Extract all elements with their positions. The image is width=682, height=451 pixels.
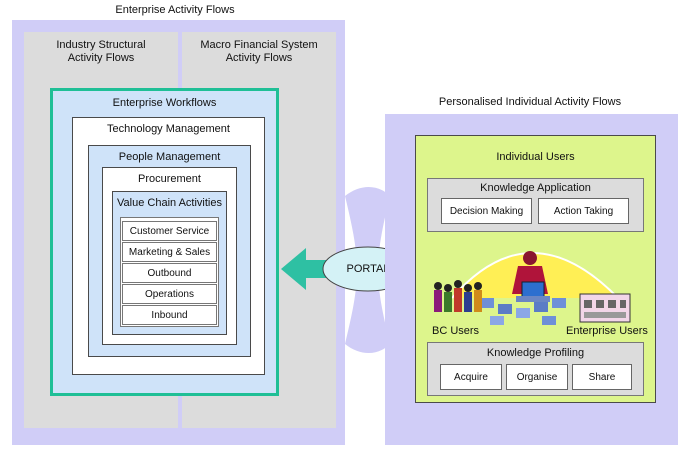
enterprise-users-label: Enterprise Users xyxy=(566,325,648,337)
procurement-label: Procurement xyxy=(138,173,201,185)
portal-label: PORTAL xyxy=(346,263,390,275)
decision-making-item: Decision Making xyxy=(441,198,532,224)
macro-flows-label: Macro Financial System Activity Flows xyxy=(200,39,318,64)
industry-flows-label: Industry Structural Activity Flows xyxy=(56,39,146,64)
enterprise-workflows-label: Enterprise Workflows xyxy=(112,97,217,109)
person-at-computer-icon xyxy=(512,251,550,302)
action-taking-item: Action Taking xyxy=(538,198,629,224)
individual-users-label: Individual Users xyxy=(496,151,575,163)
knowledge-application-label: Knowledge Application xyxy=(480,182,591,194)
people-management-label: People Management xyxy=(118,151,221,163)
activity-row: Inbound xyxy=(122,305,217,325)
activity-row: Operations xyxy=(122,284,217,304)
personal-title: Personalised Individual Activity Flows xyxy=(438,96,622,108)
activity-row: Outbound xyxy=(122,263,217,283)
crowd-icon xyxy=(434,280,482,312)
technology-management-label: Technology Management xyxy=(107,123,230,135)
knowledge-profiling-label: Knowledge Profiling xyxy=(486,347,585,359)
enterprise-title: Enterprise Activity Flows xyxy=(115,4,235,16)
activity-row: Customer Service xyxy=(122,221,217,241)
users-illustration xyxy=(434,251,631,325)
computer-network-icon xyxy=(480,298,566,325)
value-chain-label: Value Chain Activities xyxy=(117,197,222,209)
share-item: Share xyxy=(572,364,632,390)
acquire-item: Acquire xyxy=(440,364,502,390)
organise-item: Organise xyxy=(506,364,568,390)
bc-users-label: BC Users xyxy=(432,325,480,337)
office-building-icon xyxy=(579,293,631,323)
activity-row: Marketing & Sales xyxy=(122,242,217,262)
